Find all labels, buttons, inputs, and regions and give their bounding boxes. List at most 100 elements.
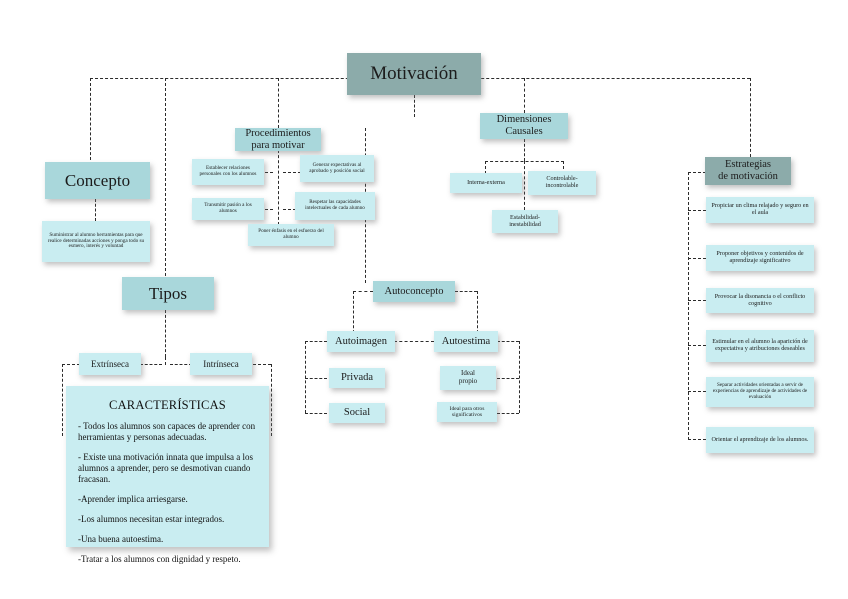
node-concepto-detail[interactable]: Suministrar al alumno herramientas para … [42,221,150,262]
node-estrategia-4[interactable]: Estimular en el alumno la aparición de e… [706,330,814,362]
connector-to-ideal-propio [497,378,519,379]
node-dimensiones-causales[interactable]: Dimensiones Causales [480,113,568,139]
caracteristicas-item-4: -Los alumnos necesitan estar integrados. [78,513,225,524]
node-autoimagen-label: Autoimagen [335,335,387,347]
connector-estrategia-4 [688,345,706,346]
node-proc-item-4-text: Respetar las capacidades intelectuales d… [305,199,365,211]
caracteristicas-item-3: -Aprender implica arriesgarse. [78,493,188,504]
node-privada[interactable]: Privada [329,368,385,388]
connector-to-autoestima [477,291,478,338]
node-proc-item-5-text: Poner énfasis en el esfuerzo del alumno [258,228,324,240]
node-intrinseca-text: Intrínseca [203,358,239,369]
caracteristicas-item-1: - Todos los alumnos son capaces de apren… [78,421,256,442]
caracteristicas-item-6: -Tratar a los alumnos con dignidad y res… [78,553,241,564]
node-estrategia-1-text: Propiciar un clima relajado y seguro en … [711,202,809,216]
connector-to-estrategias [750,78,751,162]
node-tipos[interactable]: Tipos [122,277,214,310]
node-proc-item-1[interactable]: Establecer relaciones personales con los… [192,159,264,185]
connector-tipos-right [170,364,192,365]
node-estrategias[interactable]: Estrategias de motivación [705,157,791,185]
node-autoconcepto-label: Autoconcepto [384,285,444,297]
node-extrinseca-text: Extrínseca [91,358,129,369]
node-ideal-propio-l1: Ideal [461,369,475,378]
node-estrategia-3[interactable]: Provocar la disonancia o el conflicto co… [706,288,814,313]
node-proc-item-1-text: Establecer relaciones personales con los… [199,165,257,177]
connector-estrategias-stub [688,172,716,173]
node-proc-item-4[interactable]: Respetar las capacidades intelectuales d… [295,192,375,220]
connector-caract-right [271,364,272,436]
node-dimension-estabilidad-text: Estabilidad-inestabilidad [509,213,541,228]
node-estrategias-label-l1: Estrategias [724,159,772,171]
connector-estrategia-3 [688,300,706,301]
node-ideal-otros[interactable]: Ideal para otros significativos [437,402,497,422]
connector-to-social [305,413,327,414]
node-estrategia-3-text: Provocar la disonancia o el conflicto co… [714,292,806,307]
node-estrategia-2-text: Proponer objetivos y contenidos de apren… [716,250,804,264]
node-social[interactable]: Social [329,403,385,423]
connector-tipos-left [140,364,162,365]
node-estrategia-5[interactable]: Separar actividades orientadas a servir … [706,377,814,407]
connector-to-concepto [90,78,91,160]
connector-tipos-down [165,310,166,357]
connector-root-down [414,95,415,117]
connector-autoimagen-out [305,341,327,342]
connector-proc-spine [278,150,279,225]
connector-caract-left [62,364,63,436]
connector-to-privada [305,378,327,379]
caracteristicas-item-2: - Existe una motivación innata que impul… [78,451,253,484]
connector-extrinseca-out [62,364,80,365]
connector-to-procedimientos [278,78,279,128]
node-dimension-controlable[interactable]: Controlable-incontrolable [528,171,596,195]
node-estrategia-2[interactable]: Proponer objetivos y contenidos de apren… [706,245,814,271]
node-proc-item-5[interactable]: Poner énfasis en el esfuerzo del alumno [248,224,334,246]
connector-estrategia-1 [688,210,706,211]
node-extrinseca[interactable]: Extrínseca [79,353,141,375]
node-concepto[interactable]: Concepto [45,162,150,199]
connector-tipos-stub [165,357,166,365]
node-procedimientos[interactable]: Procedimientos para motivar [235,128,321,151]
node-estrategias-label-l2: de motivación [718,171,778,182]
node-concepto-detail-text: Suministrar al alumno herramientas para … [47,231,145,250]
node-tipos-label: Tipos [148,283,188,303]
panel-caracteristicas[interactable]: CARACTERÍSTICAS - Todos los alumnos son … [66,386,269,564]
connector-autoimagen-autoestima [394,341,434,342]
connector-to-tipos [165,78,166,276]
node-proc-item-3-text: Transmitir pasión a los alumnos [204,202,252,214]
connector-autoimagen-rail [305,341,306,413]
connector-to-autoimagen [353,291,354,338]
caracteristicas-title: CARACTERÍSTICAS [109,398,226,412]
node-intrinseca[interactable]: Intrínseca [190,353,252,375]
node-estrategia-4-text: Estimular en el alumno la aparición de e… [712,338,808,352]
node-motivacion[interactable]: Motivación [347,53,481,95]
connector-autoconcepto-in [353,291,373,292]
node-proc-item-3[interactable]: Transmitir pasión a los alumnos [192,198,264,220]
node-estrategia-6-text: Orientar el aprendizaje de los alumnos. [711,435,809,443]
connector-autoconcepto-out [455,291,477,292]
node-ideal-propio[interactable]: Ideal propio [440,366,496,390]
node-procedimientos-label-l2: para motivar [251,139,305,151]
node-social-text: Social [343,407,371,419]
node-procedimientos-label-l1: Procedimientos [245,127,311,139]
node-estrategia-1[interactable]: Propiciar un clima relajado y seguro en … [706,197,814,223]
connector-dim-down [524,139,525,161]
connector-autoestima-out [497,341,519,342]
node-proc-item-2[interactable]: Generar expectativas al aprobado y posic… [300,155,374,182]
node-dimension-interna-externa[interactable]: Interna-externa [450,173,522,193]
node-ideal-otros-text: Ideal para otros significativos [449,405,485,418]
node-estrategia-6[interactable]: Orientar el aprendizaje de los alumnos. [706,427,814,453]
node-autoimagen[interactable]: Autoimagen [327,331,395,352]
connector-dim-left [485,161,486,174]
node-motivacion-label: Motivación [370,63,458,85]
node-estrategia-5-text: Separar actividades orientadas a servir … [712,382,808,400]
node-ideal-propio-l2: propio [458,377,478,385]
node-autoconcepto[interactable]: Autoconcepto [373,281,455,302]
node-proc-item-2-text: Generar expectativas al aprobado y posic… [309,161,365,174]
node-dimensiones-label-l1: Dimensiones [496,114,552,126]
node-autoestima[interactable]: Autoestima [434,331,498,352]
node-dimension-controlable-text: Controlable-incontrolable [545,175,579,189]
connector-to-ideal-otros [497,413,519,414]
node-dimensiones-label-l2: Causales [505,126,543,137]
node-dimension-estabilidad[interactable]: Estabilidad-inestabilidad [492,210,558,233]
connector-concepto-detail [95,199,96,221]
